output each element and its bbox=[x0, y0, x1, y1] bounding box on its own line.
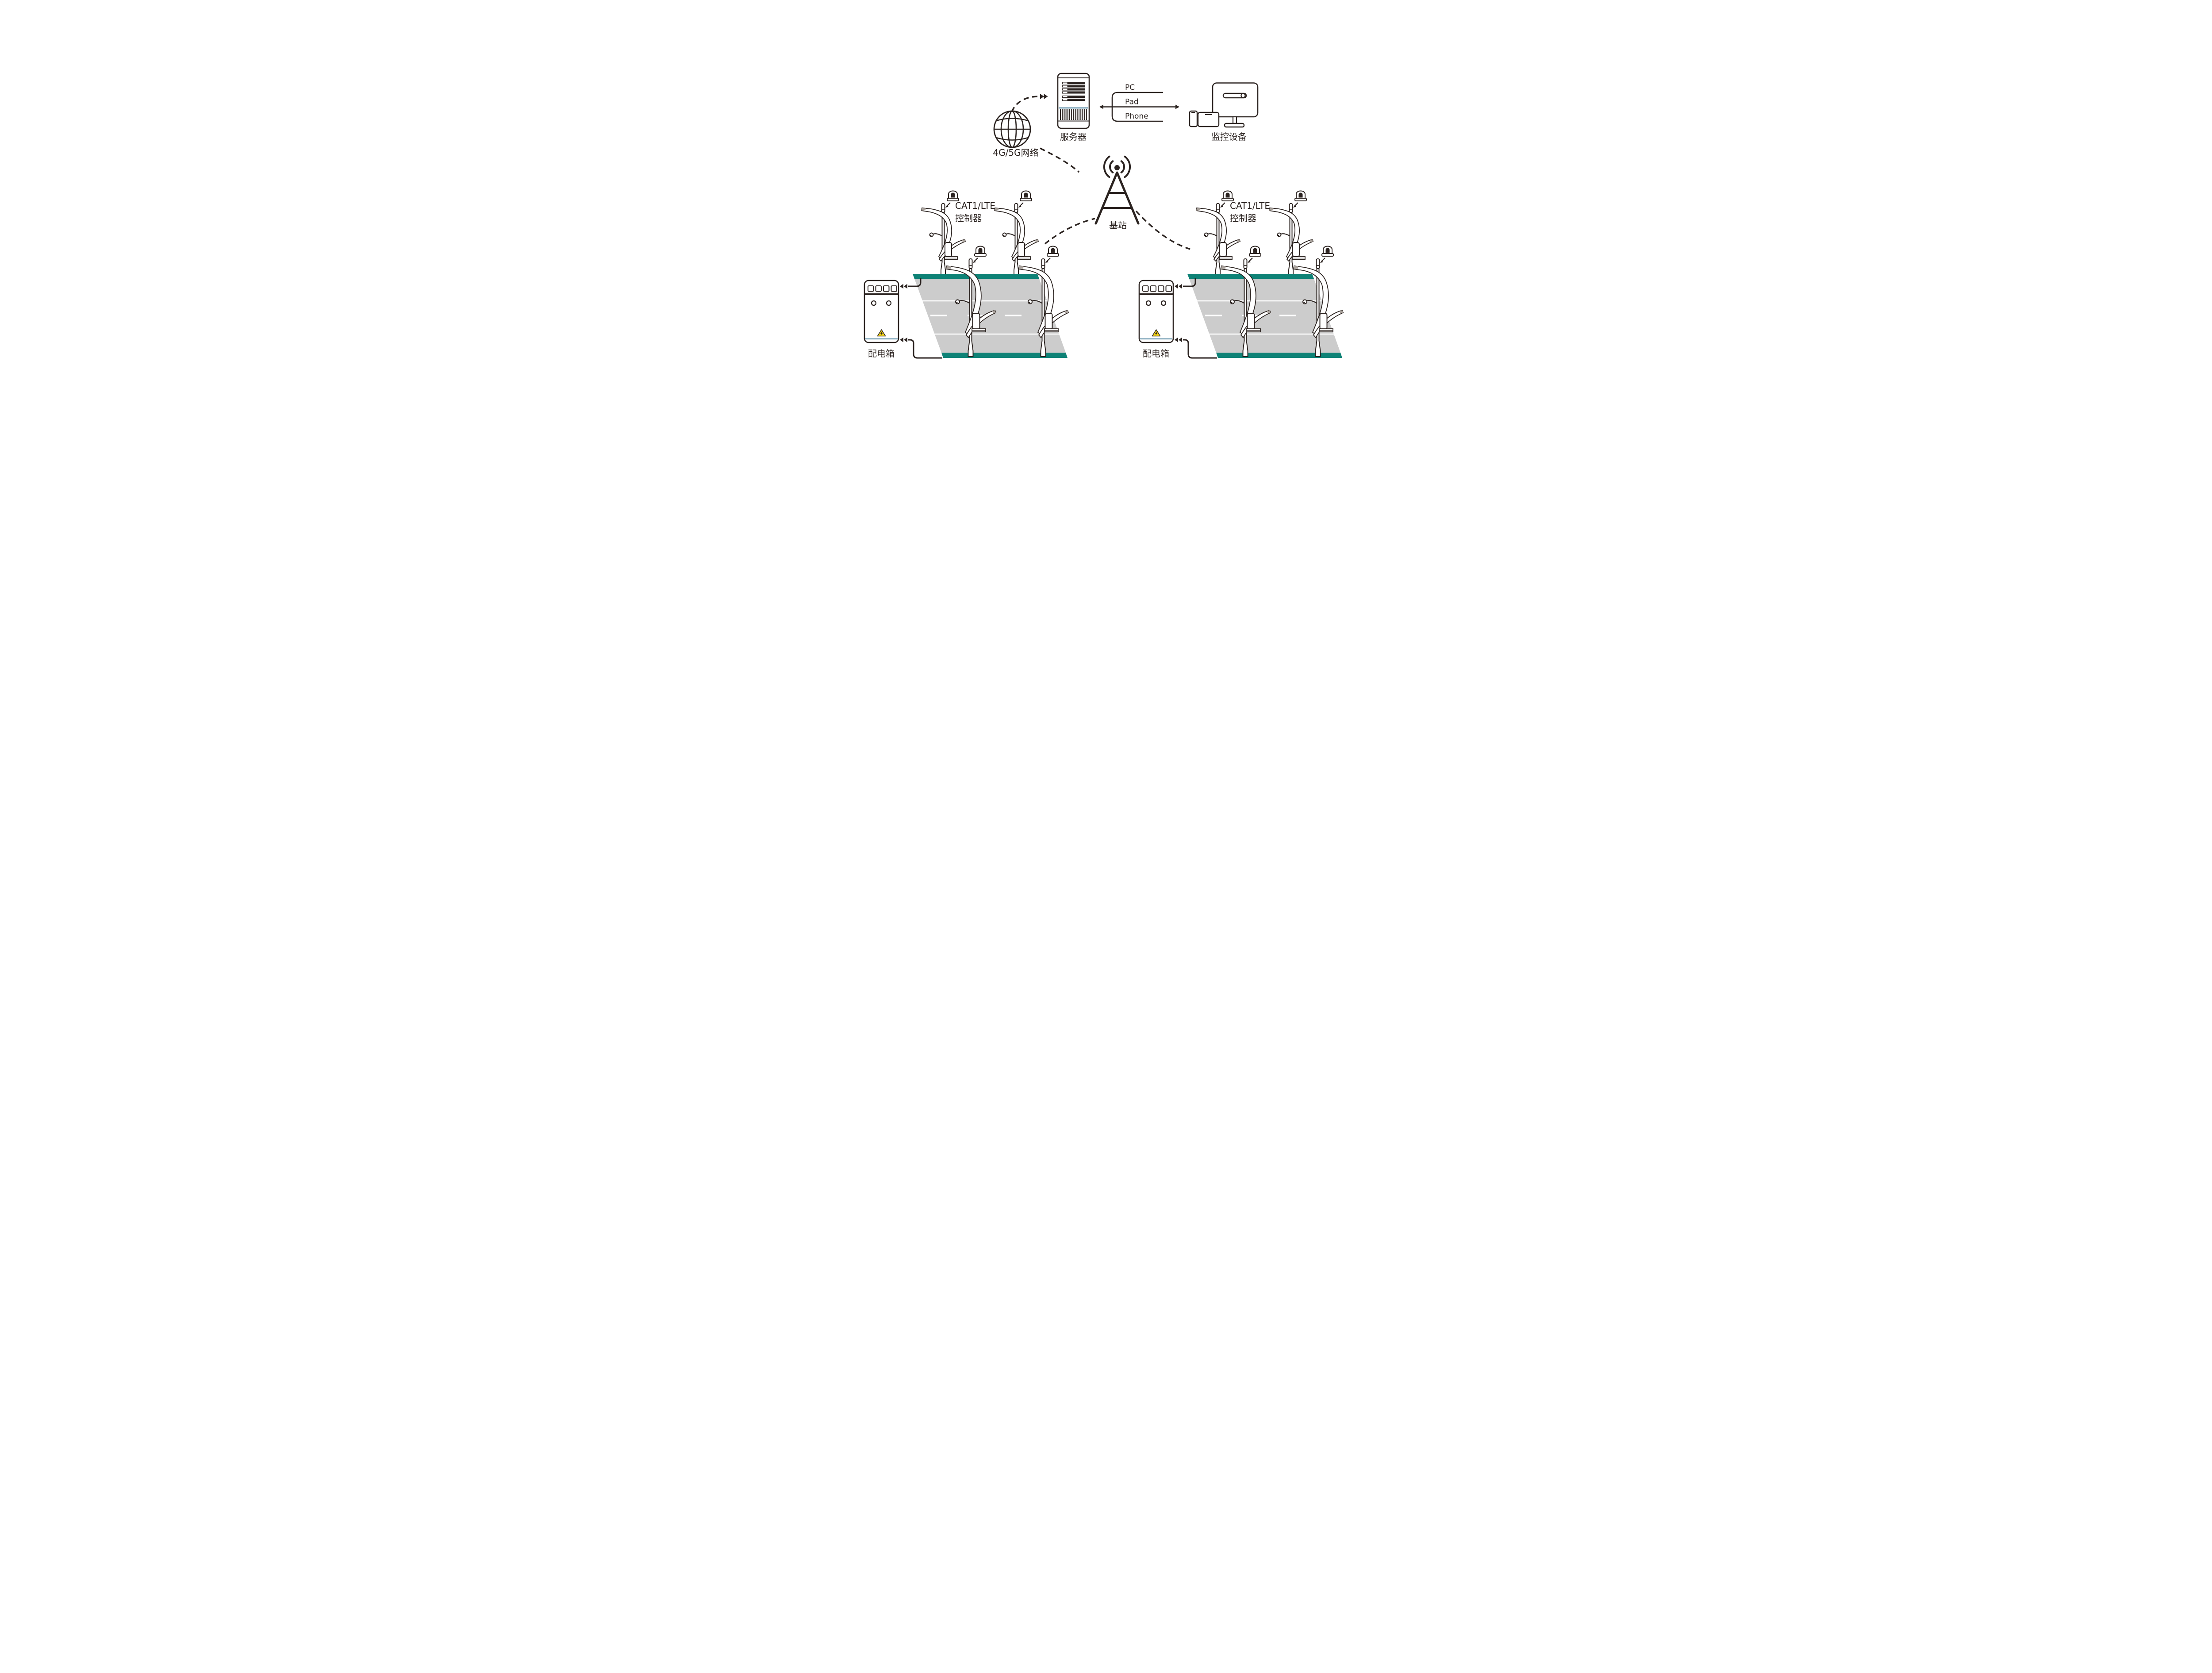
base-station-icon bbox=[1094, 155, 1140, 225]
server-label: 服务器 bbox=[1060, 131, 1087, 142]
link-left-scene-to-base-station bbox=[1044, 218, 1095, 245]
camera-lens-icon bbox=[1240, 93, 1246, 98]
diagram-canvas: CAT1/LTE 控制器 配电箱 4G/5G网络 bbox=[792, 0, 1420, 418]
monitoring-devices bbox=[1189, 82, 1259, 128]
server-drive-bays bbox=[1062, 82, 1085, 101]
tower-legs bbox=[1094, 171, 1140, 225]
client-pc-label: PC bbox=[1125, 83, 1135, 92]
monitor-base bbox=[1224, 123, 1245, 128]
chevron-right-icon bbox=[1044, 94, 1048, 99]
client-phone-label: Phone bbox=[1125, 112, 1148, 121]
camera-slot bbox=[1222, 92, 1247, 99]
antenna-dot bbox=[1114, 165, 1120, 170]
chevron-right-icon bbox=[1040, 94, 1044, 99]
arrow-right-icon bbox=[1175, 104, 1179, 109]
architecture-diagram: CAT1/LTE 控制器 配电箱 4G/5G网络 bbox=[792, 73, 1420, 418]
arrow-left-icon bbox=[1099, 104, 1103, 109]
street-scene-left bbox=[864, 191, 1068, 359]
server-icon bbox=[1057, 73, 1090, 129]
base-station-label: 基站 bbox=[1109, 220, 1127, 231]
link-network-to-server bbox=[1011, 96, 1039, 112]
server-vents bbox=[1060, 109, 1087, 120]
globe-icon bbox=[993, 110, 1031, 148]
network-label: 4G/5G网络 bbox=[993, 147, 1038, 158]
link-base-station-to-right-scene bbox=[1135, 210, 1190, 250]
monitor-stand bbox=[1232, 116, 1237, 124]
link-network-to-base-station bbox=[1040, 147, 1080, 173]
street-scene-right bbox=[1139, 191, 1343, 359]
tower-rungs bbox=[1102, 192, 1132, 209]
radio-waves-icon bbox=[1103, 155, 1131, 178]
monitor-icon bbox=[1212, 82, 1259, 118]
monitoring-label: 监控设备 bbox=[1211, 131, 1247, 142]
clients-bracket: PC Pad Phone bbox=[1099, 83, 1179, 122]
client-pad-label: Pad bbox=[1125, 98, 1139, 107]
tablet-icon bbox=[1197, 112, 1220, 127]
phone-icon bbox=[1189, 110, 1198, 127]
